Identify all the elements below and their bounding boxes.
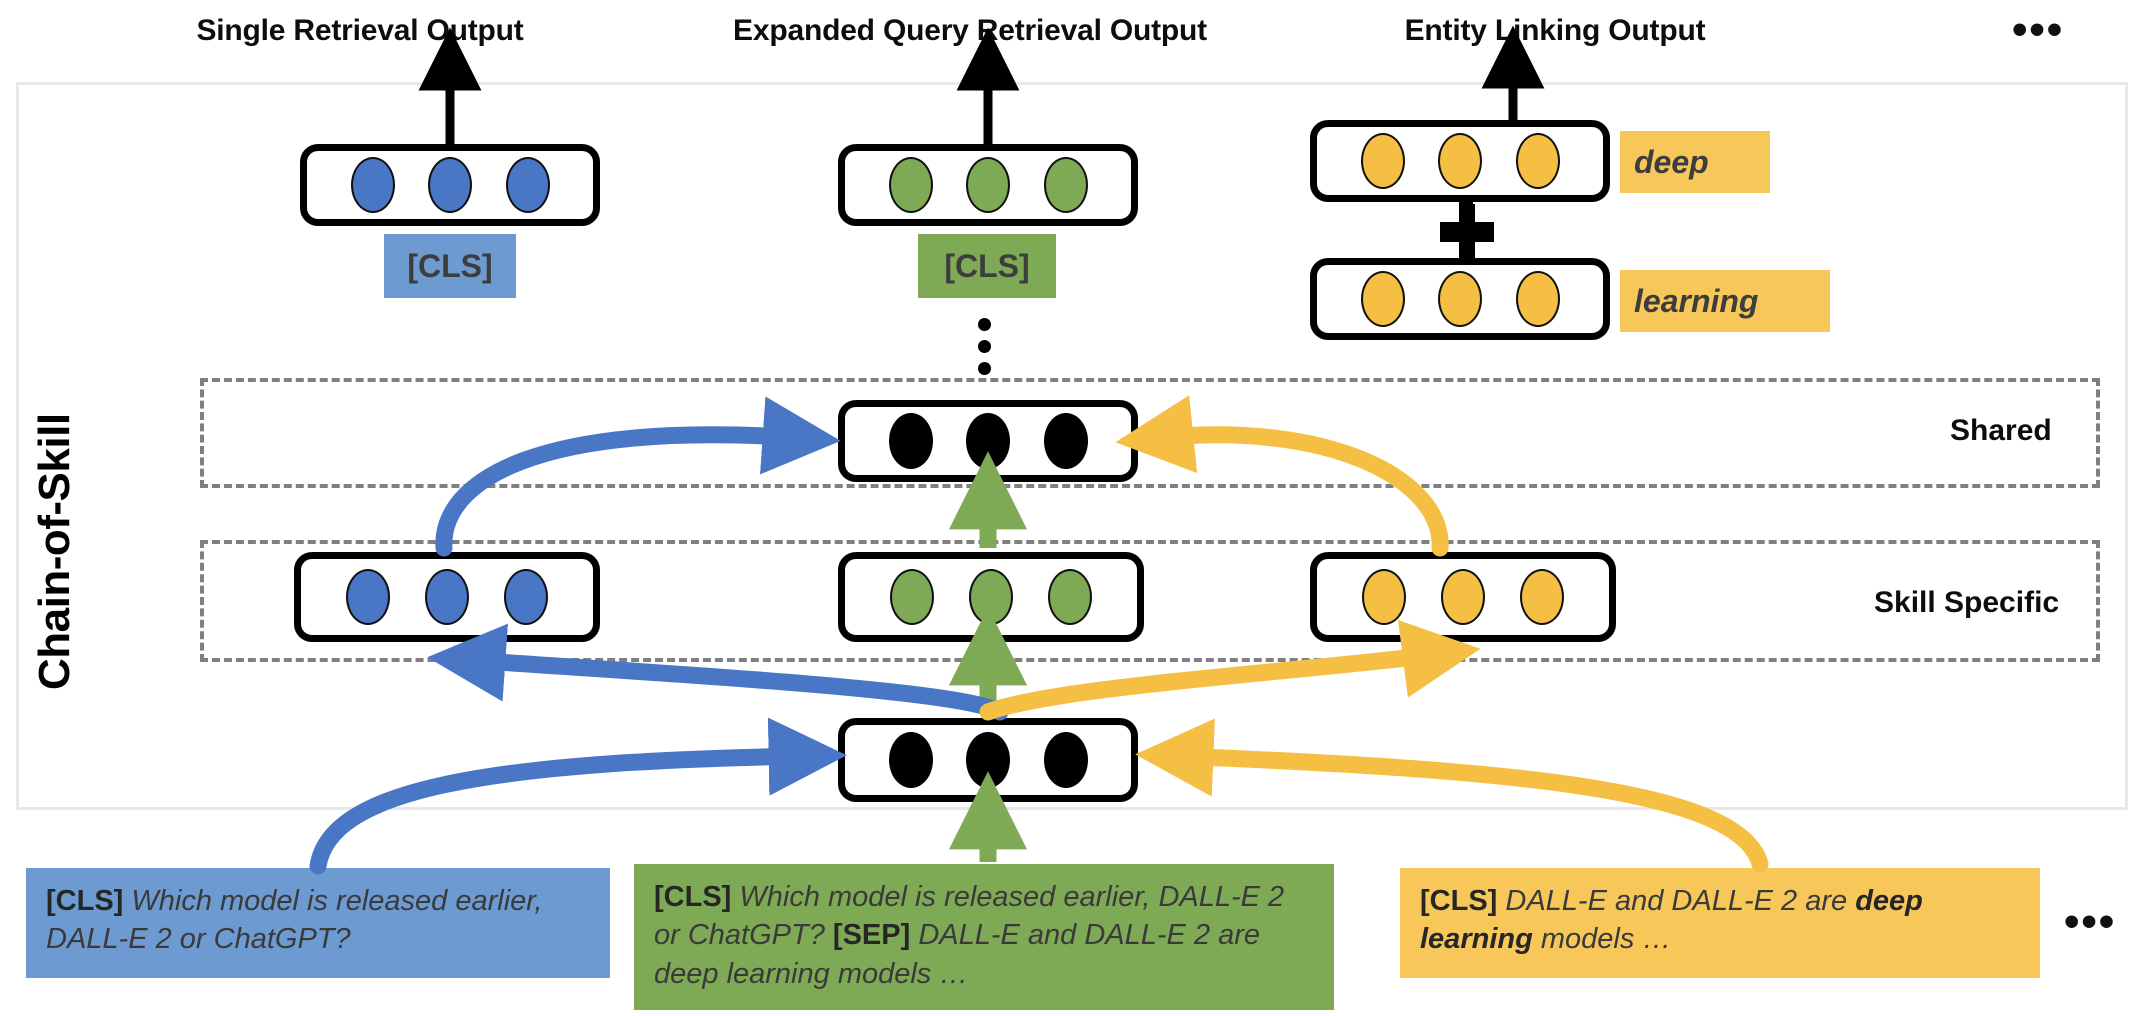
encoder-shared-upper [838, 400, 1138, 482]
neuron-node [1515, 133, 1560, 189]
neuron-node [1043, 732, 1088, 788]
neuron-node [890, 569, 934, 625]
input-box-expanded-query[interactable]: [CLS] Which model is released earlier, D… [634, 864, 1334, 1010]
encoder-skill-specific-orange [1310, 552, 1616, 642]
encoder-shared-lower [838, 718, 1138, 802]
vertical-ellipsis-icon [978, 318, 991, 375]
encoder-skill-specific-green [838, 552, 1144, 642]
plus-combine-icon [1440, 204, 1494, 260]
chain-of-skill-title: Chain-of-Skill [30, 413, 79, 690]
neuron-node [966, 732, 1010, 788]
neuron-node [888, 157, 933, 213]
output-head-entity-linking-learning [1310, 258, 1610, 340]
sep-token-label: [SEP] [832, 919, 911, 952]
neuron-node [350, 157, 395, 213]
neuron-node [1362, 569, 1406, 625]
neuron-node [346, 569, 390, 625]
neuron-node [1515, 271, 1560, 327]
band-shared [200, 378, 2100, 488]
neuron-node [1520, 569, 1564, 625]
input-text-b: DALL-E and DALL-E 2 are deep learning mo… [654, 919, 1261, 990]
overflow-ellipsis-bottom-icon: ••• [2064, 897, 2117, 946]
input-text-b: models … [1532, 923, 1672, 956]
input-text: Which model is released earlier, DALL-E … [46, 885, 543, 956]
neuron-node [888, 732, 933, 788]
input-box-entity-linking[interactable]: [CLS] DALL-E and DALL-E 2 are deep learn… [1400, 868, 2040, 978]
output-head-single-retrieval [300, 144, 600, 226]
neuron-node [1438, 271, 1482, 327]
caption-single-retrieval-output: Single Retrieval Output [196, 14, 524, 47]
token-chip-learning: learning [1620, 270, 1830, 332]
neuron-node [428, 157, 472, 213]
neuron-node [966, 157, 1010, 213]
neuron-node [504, 569, 548, 625]
neuron-node [966, 413, 1010, 469]
cls-token-label: [CLS] [654, 881, 732, 913]
neuron-node [1438, 133, 1482, 189]
neuron-node [1360, 271, 1405, 327]
cls-token-label: [CLS] [1420, 885, 1498, 917]
token-chip-cls-expanded-query: [CLS] [918, 234, 1056, 298]
input-text-a: DALL-E and DALL-E 2 are [1505, 885, 1856, 917]
neuron-node [1360, 133, 1405, 189]
input-highlight-span: deep learning [1420, 885, 1923, 956]
overflow-ellipsis-top-icon: ••• [2012, 5, 2065, 54]
neuron-node [1441, 569, 1485, 625]
token-chip-cls-single-retrieval: [CLS] [384, 234, 516, 298]
output-head-entity-linking-deep [1310, 120, 1610, 202]
output-head-expanded-query [838, 144, 1138, 226]
band-skill-specific-label: Skill Specific [1874, 586, 2060, 619]
chain-of-skill-frame [16, 82, 2128, 810]
caption-entity-linking-output: Entity Linking Output [1404, 14, 1706, 47]
input-text-a: Which model is released earlier, DALL-E … [654, 881, 1285, 952]
neuron-node [1048, 569, 1092, 625]
band-shared-label: Shared [1950, 414, 2052, 447]
neuron-node [969, 569, 1013, 625]
neuron-node [505, 157, 550, 213]
neuron-node [425, 569, 469, 625]
cls-token-label: [CLS] [46, 885, 124, 917]
neuron-node [1043, 157, 1088, 213]
encoder-skill-specific-blue [294, 552, 600, 642]
neuron-node [888, 413, 933, 469]
token-chip-deep: deep [1620, 131, 1770, 193]
caption-expanded-query-retrieval-output: Expanded Query Retrieval Output [733, 14, 1207, 47]
input-box-single-retrieval[interactable]: [CLS] Which model is released earlier, D… [26, 868, 610, 978]
neuron-node [1043, 413, 1088, 469]
